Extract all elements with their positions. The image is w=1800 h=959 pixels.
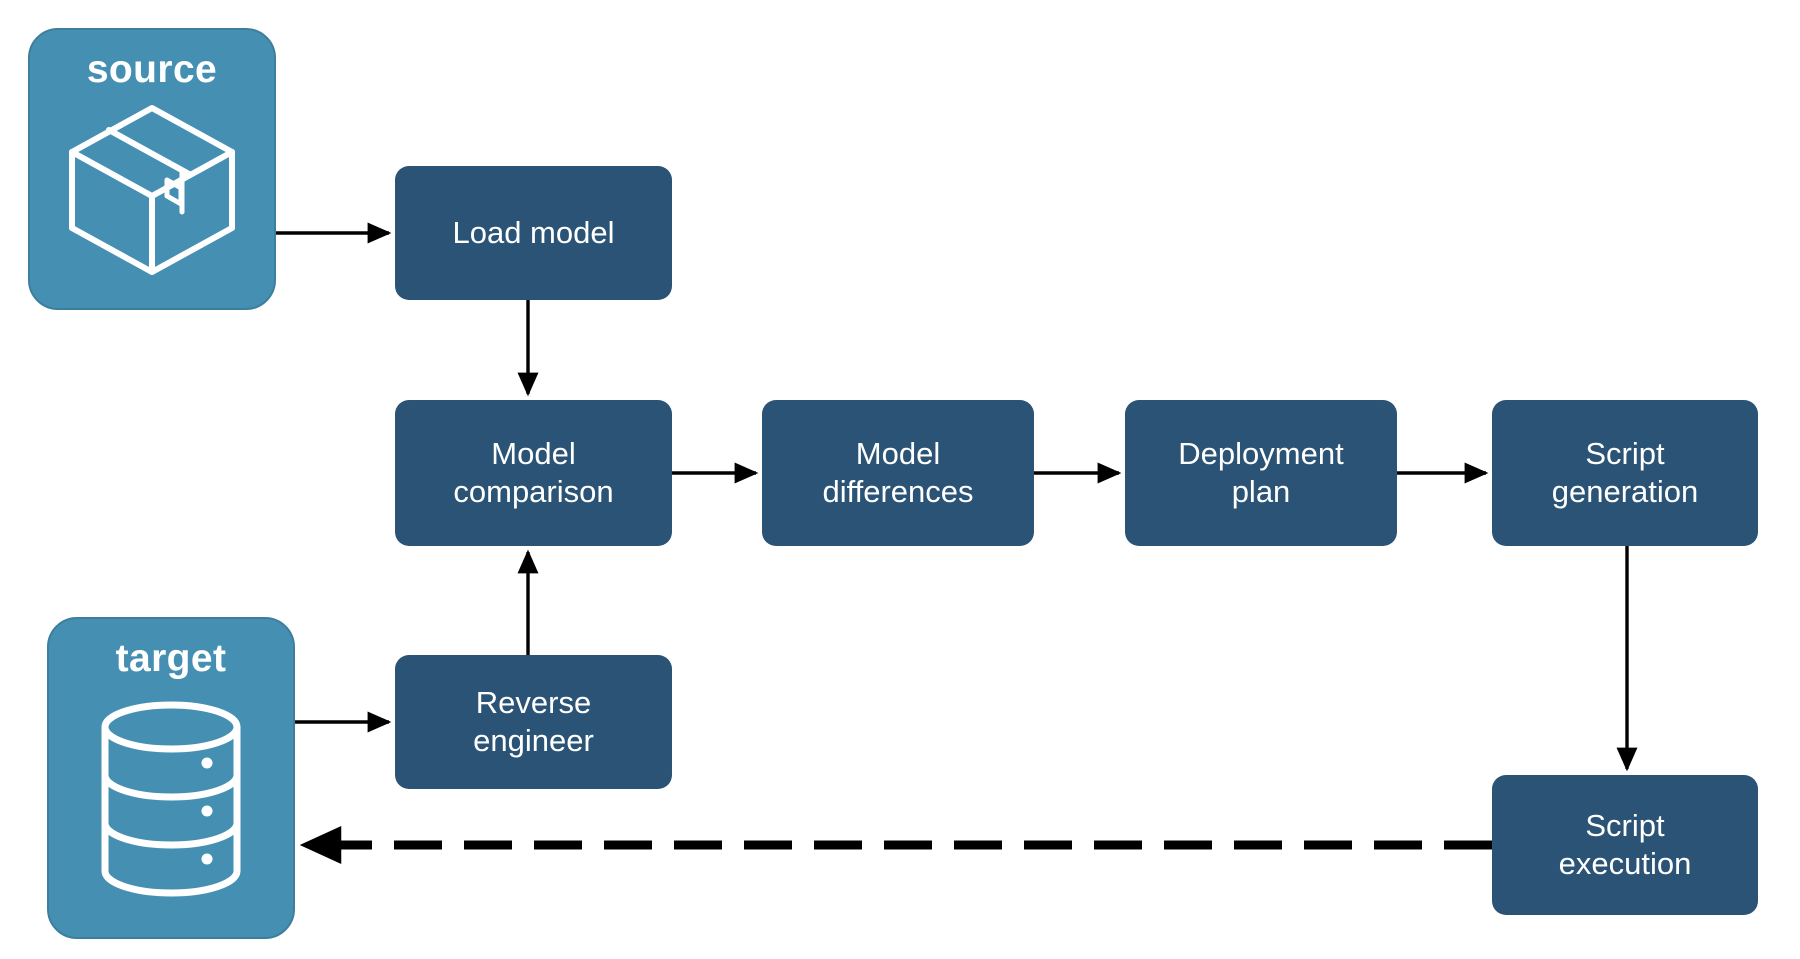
process-node-script-generation[interactable]: Script generation	[1492, 400, 1758, 546]
process-node-load-model[interactable]: Load model	[395, 166, 672, 300]
endpoint-node-source[interactable]: source	[28, 28, 276, 310]
process-label-script-execution: Script execution	[1558, 808, 1692, 881]
process-label-deployment-plan: Deployment plan	[1178, 436, 1344, 509]
package-box-icon	[30, 89, 274, 290]
database-cylinder-icon	[49, 678, 293, 919]
process-node-script-execution[interactable]: Script execution	[1492, 775, 1758, 915]
endpoint-label-target: target	[115, 637, 227, 680]
process-label-model-differences: Model differences	[822, 436, 974, 509]
process-label-load-model: Load model	[452, 215, 615, 251]
endpoint-label-source: source	[86, 48, 218, 91]
process-node-model-comparison[interactable]: Model comparison	[395, 400, 672, 546]
endpoint-node-target[interactable]: target	[47, 617, 295, 939]
process-label-model-comparison: Model comparison	[453, 436, 614, 509]
process-label-script-generation: Script generation	[1551, 436, 1699, 509]
process-label-reverse-engineer: Reverse engineer	[473, 685, 594, 758]
process-node-reverse-engineer[interactable]: Reverse engineer	[395, 655, 672, 789]
process-node-deployment-plan[interactable]: Deployment plan	[1125, 400, 1397, 546]
process-node-model-differences[interactable]: Model differences	[762, 400, 1034, 546]
